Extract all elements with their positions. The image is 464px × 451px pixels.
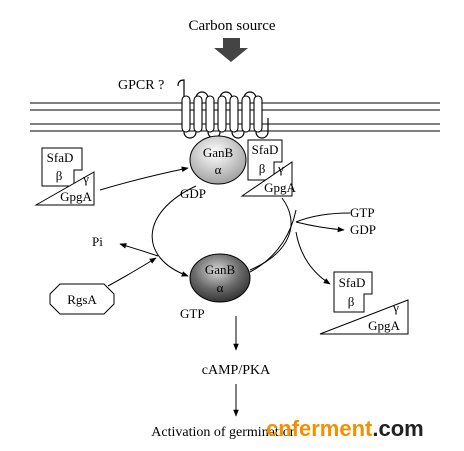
gamma-left-label: γ: [82, 171, 89, 186]
ganb-bottom-alpha: α: [217, 280, 224, 295]
ganb-gdp-ellipse: [189, 135, 247, 185]
sfad-gpga-complex-free: [319, 271, 409, 335]
gtp-bottom-label: GTP: [180, 306, 205, 321]
cycle-arc-right-lower: [249, 209, 297, 273]
gamma-bound-label: γ: [277, 161, 284, 176]
gpga-left-label: GpgA: [60, 189, 92, 204]
watermark-part-com: .com: [372, 416, 423, 441]
gamma-free-label: γ: [392, 300, 399, 315]
sfad-gpga-complex-left: [34, 147, 95, 206]
ganb-top-alpha: α: [215, 162, 222, 177]
beta-free-label: β: [348, 294, 355, 309]
gpga-bound-label: GpgA: [264, 180, 296, 195]
carbon-source-arrow: [214, 38, 248, 62]
sfad-left-label: SfaD: [47, 150, 74, 165]
watermark-part-ferment: ferment: [292, 416, 373, 441]
sfad-gpga-complex-bound: [240, 139, 293, 197]
gpga-free-label: GpgA: [368, 318, 400, 333]
carbon-source-label: Carbon source: [188, 18, 275, 34]
ganb-top-label: GanB: [203, 145, 234, 160]
ganb-gtp-ellipse: [189, 253, 251, 303]
germination-label: Activation of germination: [151, 425, 296, 440]
ganb-bottom-label: GanB: [205, 262, 236, 277]
rgsa-stimulation-arrow: [107, 257, 157, 287]
association-arrow: [99, 166, 189, 191]
gpcr-label: GPCR ?: [118, 78, 164, 93]
rgsa-octagon: [49, 283, 115, 315]
dissociation-arrow: [295, 231, 331, 285]
gtp-exchange-arrow: [295, 212, 351, 223]
beta-left-label: β: [56, 168, 63, 183]
pi-label: Pi: [92, 234, 103, 249]
watermark-part-cn: cn: [266, 416, 292, 441]
gtp-in-label: GTP: [350, 205, 375, 220]
cycle-arc-right: [249, 197, 292, 271]
sfad-bound-label: SfaD: [252, 142, 279, 157]
beta-bound-label: β: [259, 161, 266, 176]
gdp-out-label: GDP: [350, 222, 376, 237]
gdp-top-label: GDP: [180, 186, 206, 201]
pi-release-arrow: [119, 243, 159, 257]
gpcr-helix-outlines: [181, 95, 263, 133]
cycle-arc-left: [151, 185, 197, 277]
camp-pka-label: cAMP/PKA: [202, 363, 271, 378]
sfad-free-label: SfaD: [339, 275, 366, 290]
watermark-logo: cnferment.com: [266, 416, 424, 441]
gdp-release-arrow: [295, 221, 345, 233]
rgsa-label: RgsA: [67, 292, 97, 307]
